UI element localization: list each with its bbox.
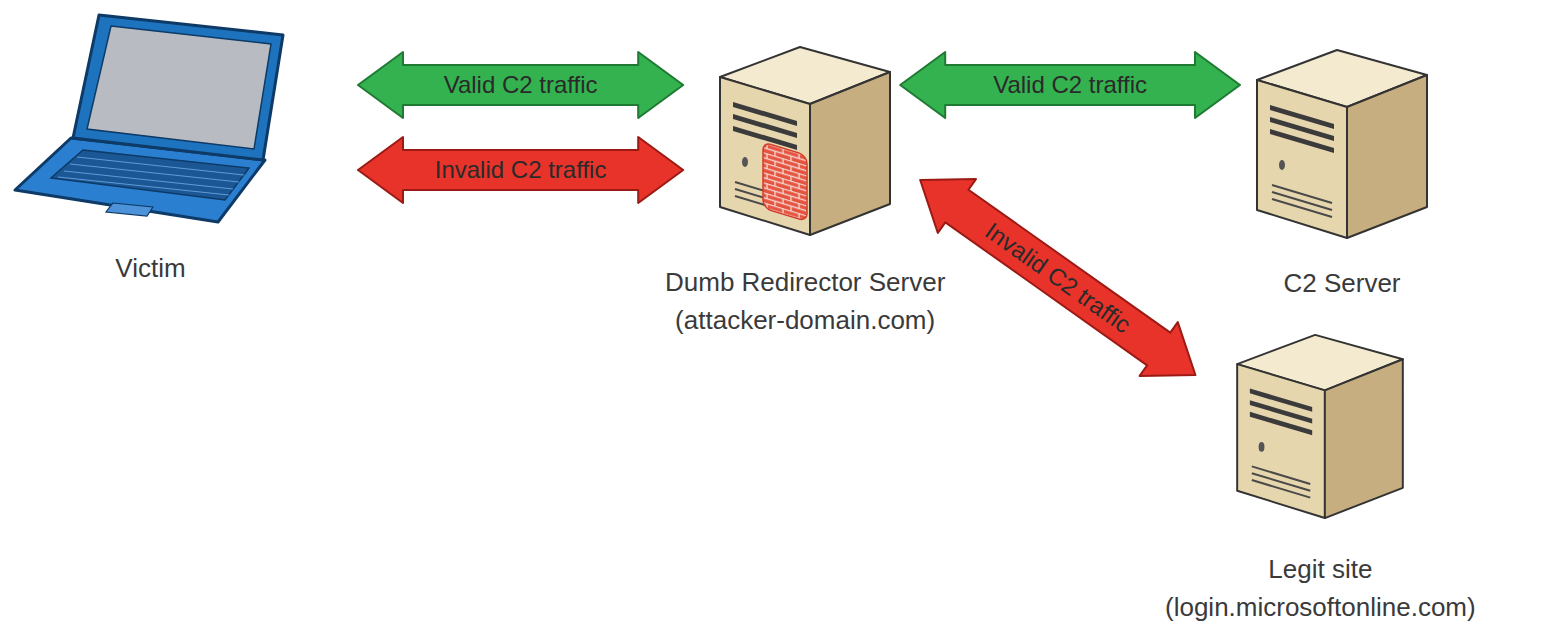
node-icon — [1252, 45, 1432, 240]
icon-part — [1252, 480, 1310, 498]
server-tower — [1230, 330, 1410, 520]
server-side — [1325, 359, 1403, 518]
block-arrow — [358, 52, 683, 118]
node-icon — [1230, 330, 1410, 520]
block-arrow — [901, 153, 1214, 402]
server-vents — [1252, 466, 1310, 497]
laptop-screen — [87, 26, 271, 149]
server-tower — [715, 42, 895, 237]
icon-part — [733, 114, 797, 138]
laptop-lid — [73, 15, 283, 160]
arrow-label: Invalid C2 traffic — [978, 215, 1137, 339]
server-vents — [1272, 185, 1332, 217]
icon-part — [70, 164, 239, 182]
node-icon — [13, 10, 288, 225]
server-slots — [1250, 388, 1312, 435]
server-slots — [1270, 105, 1334, 153]
server-side — [810, 72, 890, 235]
icon-part — [1250, 400, 1312, 423]
node-label: Dumb Redirector Server — [665, 263, 945, 301]
server-led — [742, 157, 748, 167]
network-node: Victim — [13, 10, 288, 287]
icon-part — [1270, 129, 1334, 153]
server-side — [1347, 75, 1427, 238]
node-label: C2 Server — [1252, 264, 1432, 302]
icon-part — [733, 102, 797, 126]
server-led — [1259, 442, 1265, 452]
icon-part — [1272, 199, 1332, 217]
arrow-label: Valid C2 traffic — [442, 71, 600, 99]
block-arrow — [358, 137, 683, 203]
arrow-label: Invalid C2 traffic — [433, 156, 609, 184]
block-arrow — [900, 52, 1240, 118]
node-sublabel: (attacker-domain.com) — [665, 301, 945, 339]
icon-part — [1250, 412, 1312, 435]
keyboard-keys — [58, 157, 244, 195]
firewall-bricks — [763, 142, 807, 221]
server-front — [1238, 364, 1326, 518]
server-front — [1257, 80, 1347, 238]
server-front — [720, 77, 810, 235]
firewall-icon — [763, 142, 807, 221]
node-label: Legit site — [1165, 550, 1476, 588]
icon-part — [1270, 117, 1334, 141]
arrow-label: Valid C2 traffic — [991, 71, 1149, 99]
icon-part — [77, 157, 244, 175]
network-node: Legit site(login.microsoftonline.com) — [1165, 330, 1476, 625]
network-node: C2 Server — [1252, 45, 1432, 302]
server-led — [1279, 160, 1285, 170]
icon-part — [1270, 105, 1334, 129]
laptop-touchpad — [106, 203, 153, 216]
network-node: Dumb Redirector Server(attacker-domain.c… — [665, 42, 945, 339]
icon-part — [1250, 388, 1312, 411]
server-tower — [1252, 45, 1432, 240]
laptop-keyboard — [51, 150, 249, 200]
node-sublabel: (login.microsoftonline.com) — [1165, 588, 1476, 625]
server-slots — [733, 102, 797, 150]
icon-part — [58, 177, 229, 195]
node-label: Victim — [13, 249, 288, 287]
node-icon — [715, 42, 895, 237]
laptop-icon — [13, 10, 288, 225]
